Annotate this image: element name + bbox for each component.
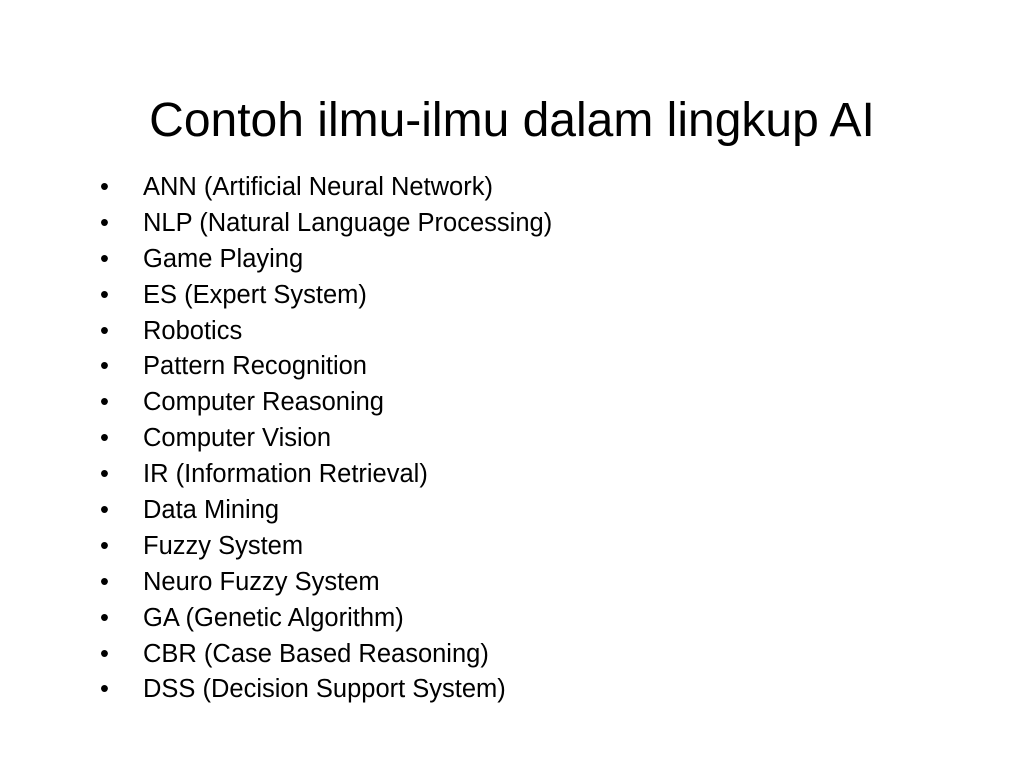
bullet-list: • ANN (Artificial Neural Network) • NLP (N… [100,170,552,708]
bullet-icon: • [100,460,109,489]
list-item-label: Data Mining [143,496,280,525]
list-item-label: Robotics [143,316,243,345]
list-item: • Data Mining [100,493,552,529]
list-item-label: Computer Reasoning [143,388,384,417]
bullet-icon: • [100,280,109,309]
list-item-label: ANN (Artificial Neural Network) [143,173,493,201]
list-item-label: Neuro Fuzzy System [143,567,380,596]
list-item-label: Fuzzy System [143,531,304,560]
list-item: • IR (Information Retrieval) [100,457,552,493]
list-item: • Computer Reasoning [100,385,552,421]
bullet-icon: • [100,639,109,668]
bullet-icon: • [100,173,109,201]
list-item-label: ES (Expert System) [143,280,367,309]
list-item-label: Game Playing [143,244,304,273]
bullet-icon: • [100,208,109,237]
list-item: • Computer Vision [100,421,552,457]
list-item-label: Computer Vision [143,424,332,453]
list-item: • DSS (Decision Support System) [100,672,552,708]
bullet-icon: • [100,603,109,632]
list-item: • CBR (Case Based Reasoning) [100,637,552,673]
list-item: • Fuzzy System [100,529,552,565]
bullet-icon: • [100,567,109,596]
list-item: • ANN (Artificial Neural Network) [100,170,552,206]
list-item: • GA (Genetic Algorithm) [100,601,552,637]
bullet-icon: • [100,316,109,345]
slide-title: Contoh ilmu-ilmu dalam lingkup AI [149,94,875,147]
list-item-label: Pattern Recognition [143,352,367,381]
bullet-icon: • [100,352,109,381]
bullet-icon: • [100,388,109,417]
list-item: • Neuro Fuzzy System [100,565,552,601]
bullet-icon: • [100,531,109,560]
bullet-icon: • [100,424,109,453]
bullet-icon: • [100,244,109,273]
list-item: • Game Playing [100,242,552,278]
bullet-icon: • [100,675,109,704]
list-item-label: GA (Genetic Algorithm) [143,603,404,632]
list-item: • Pattern Recognition [100,349,552,385]
bullet-icon: • [100,496,109,525]
list-item: • Robotics [100,314,552,350]
list-item-label: CBR (Case Based Reasoning) [143,639,489,668]
list-item-label: IR (Information Retrieval) [143,460,428,489]
list-item-label: DSS (Decision Support System) [143,675,506,704]
list-item-label: NLP (Natural Language Processing) [143,208,553,237]
list-item: • ES (Expert System) [100,278,552,314]
list-item: • NLP (Natural Language Processing) [100,206,552,242]
